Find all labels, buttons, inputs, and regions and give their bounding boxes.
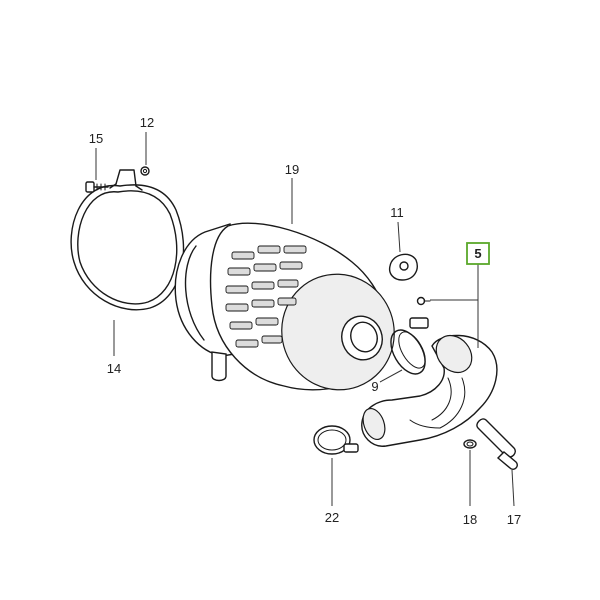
part-15-bolt[interactable]	[85, 181, 109, 193]
part-9-hose-clamp[interactable]	[384, 317, 432, 380]
part-19-air-filter-housing[interactable]	[174, 222, 410, 405]
callout-12[interactable]: 12	[140, 115, 154, 130]
part-5-intake-elbow[interactable]	[359, 328, 498, 447]
callout-19[interactable]: 19	[285, 162, 299, 177]
part-22-hose-clamp[interactable]	[313, 425, 359, 455]
selected-part-highlight	[466, 242, 490, 265]
housing-slot-pattern	[225, 245, 307, 348]
callout-22[interactable]: 22	[325, 510, 339, 525]
callout-15[interactable]: 15	[89, 131, 103, 146]
part-18-clip[interactable]	[463, 439, 477, 449]
callout-9[interactable]: 9	[371, 379, 378, 394]
part-5-screw[interactable]	[416, 296, 431, 306]
callout-11[interactable]: 11	[390, 205, 404, 220]
leader-lines	[95, 132, 515, 507]
part-14-band-clamp[interactable]	[70, 169, 185, 311]
callout-17[interactable]: 17	[507, 512, 521, 527]
part-17-tube[interactable]	[476, 418, 519, 471]
callout-14[interactable]: 14	[107, 361, 121, 376]
callout-5[interactable]: 5	[474, 246, 481, 261]
part-12-nut[interactable]	[140, 166, 150, 176]
part-11-cap[interactable]	[388, 253, 418, 281]
callout-18[interactable]: 18	[463, 512, 477, 527]
